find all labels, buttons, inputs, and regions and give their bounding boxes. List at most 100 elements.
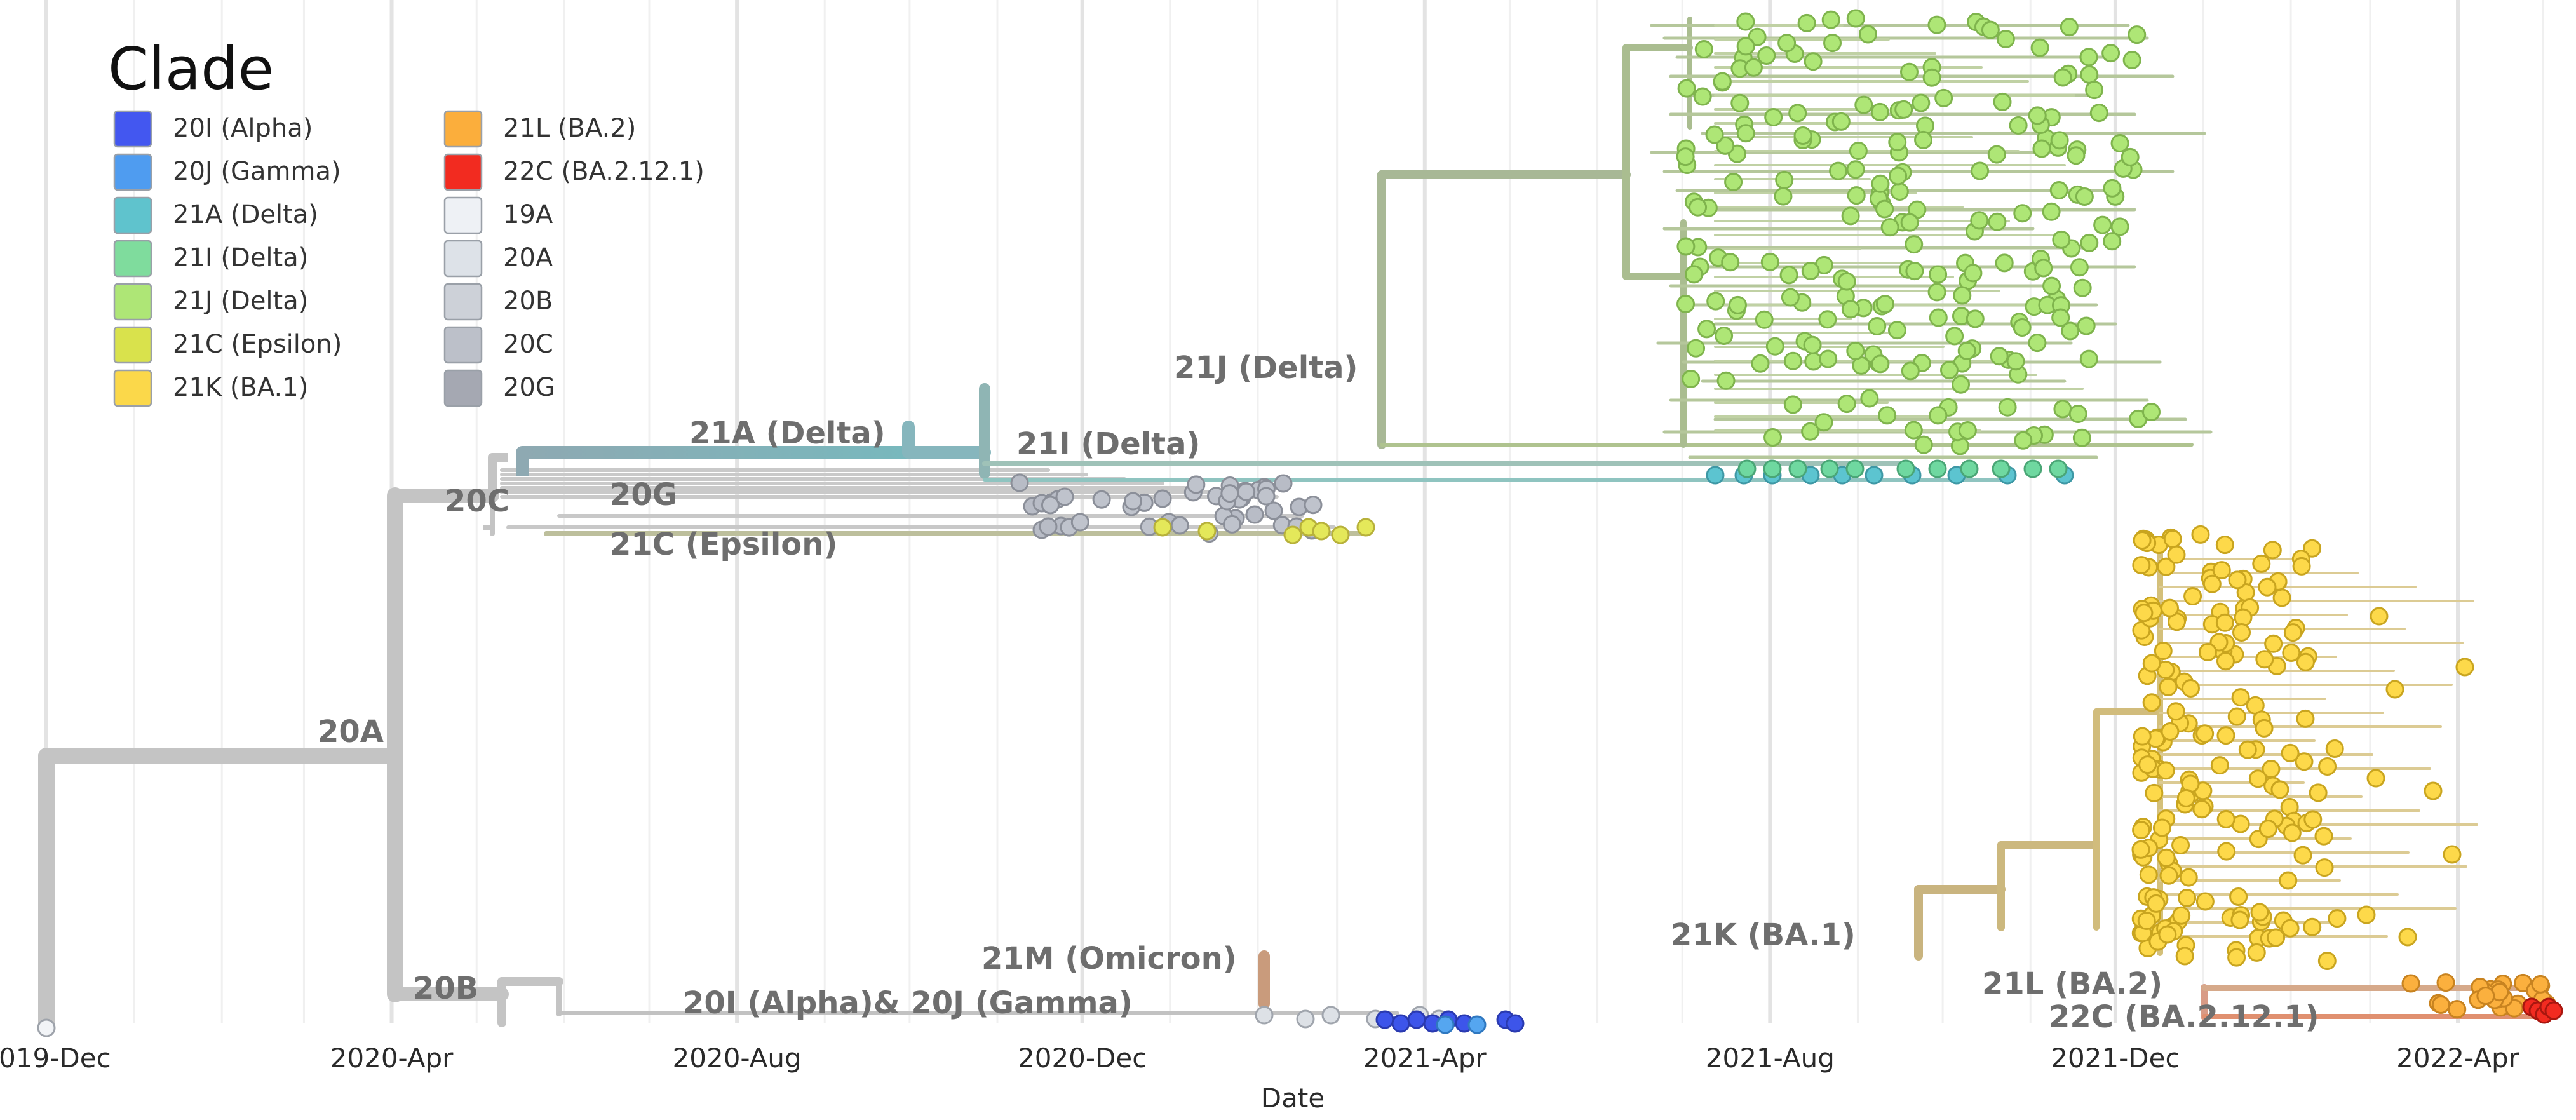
tip-21J xyxy=(1736,37,1755,56)
tip-21K xyxy=(2303,917,2322,936)
tip-21K xyxy=(2145,783,2164,802)
tip-21J xyxy=(1819,349,1838,368)
tip-20I xyxy=(1375,1010,1394,1029)
tip-21K xyxy=(2455,658,2474,677)
tip-21K xyxy=(2267,928,2286,947)
branch-21A xyxy=(516,446,908,476)
tip-20G xyxy=(1041,496,1060,515)
x-tick-label: 2020-Aug xyxy=(673,1042,802,1074)
tip-21K xyxy=(2133,727,2152,746)
tip-21J xyxy=(1693,87,1712,106)
tip-21J xyxy=(1781,288,1800,307)
tip-21L xyxy=(2448,1000,2467,1019)
tip-21J xyxy=(1966,309,1985,328)
tip-21J xyxy=(1677,79,1696,98)
tip-21J xyxy=(1823,34,1842,53)
tip-21J xyxy=(2121,147,2140,166)
tip-21I xyxy=(2023,459,2042,478)
clade-label: 21M (Omicron) xyxy=(981,941,1237,976)
tip-21K xyxy=(2198,642,2217,661)
tip-21K xyxy=(2216,652,2235,671)
tip-21L xyxy=(2436,973,2455,992)
tip-21J xyxy=(2009,116,2028,135)
tip-21K xyxy=(2281,743,2300,762)
tip-21J xyxy=(1854,95,1873,114)
tip-21K xyxy=(2232,623,2251,642)
tip-21J xyxy=(2075,187,2094,206)
tip-21J xyxy=(1953,286,1972,305)
x-tick-label: 2020-Dec xyxy=(1018,1042,1147,1074)
tip-21K xyxy=(2134,604,2154,623)
tip-21J xyxy=(2070,258,2089,277)
clade-label: 21L (BA.2) xyxy=(1982,966,2162,1002)
tip-21K xyxy=(2159,866,2178,885)
tip-20G xyxy=(1245,505,1264,524)
tip-21J xyxy=(2093,215,2112,234)
tip-21I xyxy=(1845,459,1865,478)
tip-21J xyxy=(1860,389,1879,408)
tip-21C xyxy=(1331,525,1350,544)
tip-21J xyxy=(1888,133,1907,152)
tip-21J xyxy=(1764,108,1783,127)
tip-21J xyxy=(2049,180,2068,199)
tip-20G xyxy=(1010,473,1029,492)
legend-entry-label: 21J (Delta) xyxy=(173,287,308,316)
tip-21J xyxy=(1724,173,1743,192)
legend-swatch xyxy=(443,196,483,234)
tip-21J xyxy=(2013,204,2032,223)
tip-21J xyxy=(2014,431,2033,450)
tip-21J xyxy=(2042,276,2061,295)
tip-21K xyxy=(2270,780,2289,799)
tip-21J xyxy=(1945,327,1964,346)
legend-entry-label: 20I (Alpha) xyxy=(173,114,313,143)
tip-21J xyxy=(1682,369,1701,388)
tip-21J xyxy=(1846,9,1865,28)
tip-20B xyxy=(1296,1009,1315,1029)
tip-21J xyxy=(1939,361,1959,380)
tip-21J xyxy=(1880,218,1899,237)
tip-21J xyxy=(1779,266,1798,285)
tip-21K xyxy=(2139,865,2158,884)
tip-21I xyxy=(1820,459,1839,478)
legend-entry-label: 21A (Delta) xyxy=(173,200,318,229)
tip-21J xyxy=(1871,174,1890,193)
tip-21K xyxy=(2159,677,2178,696)
tip-21J xyxy=(1837,272,1856,291)
tip-21K xyxy=(2252,554,2271,573)
tip-21J xyxy=(1887,321,1906,340)
tip-21J xyxy=(1689,198,1708,217)
tip-21K xyxy=(2229,887,2248,906)
tip-21I xyxy=(1928,459,1947,478)
tip-21L xyxy=(2476,987,2495,1006)
tip-21J xyxy=(2067,146,2086,165)
tip-21I xyxy=(1763,459,1782,478)
tip-21K xyxy=(2303,539,2322,558)
tip-20G xyxy=(1222,515,1241,534)
tip-21K xyxy=(2398,928,2417,947)
tip-21J xyxy=(1715,327,1734,346)
clade-label: 20B xyxy=(413,971,478,1006)
tip-20G xyxy=(1257,487,1276,506)
tip-20G xyxy=(1264,501,1283,520)
clade-label: 21A (Delta) xyxy=(689,415,886,451)
tip-21K xyxy=(2195,724,2215,743)
clade-label: 20G xyxy=(610,477,677,513)
tip-21K xyxy=(2357,905,2376,924)
tip-21K xyxy=(2317,952,2337,971)
tip-21J xyxy=(2050,131,2069,150)
tip-21J xyxy=(1783,351,1802,370)
tip-21K xyxy=(2163,529,2182,548)
tip-21J xyxy=(2006,352,2025,371)
tip-21J xyxy=(2028,334,2047,353)
tip-21K xyxy=(2234,608,2253,627)
tip-20G xyxy=(1170,516,1189,535)
tip-21J xyxy=(2030,38,2049,57)
tip-21K xyxy=(2131,840,2150,859)
tip-21K xyxy=(2157,557,2176,576)
tip-21A xyxy=(1706,466,1725,485)
tip-20G xyxy=(1220,484,1239,503)
legend-entry-label: 21K (BA.1) xyxy=(173,373,308,402)
tip-21J xyxy=(1998,398,2017,417)
tip-21J xyxy=(2060,18,2079,37)
